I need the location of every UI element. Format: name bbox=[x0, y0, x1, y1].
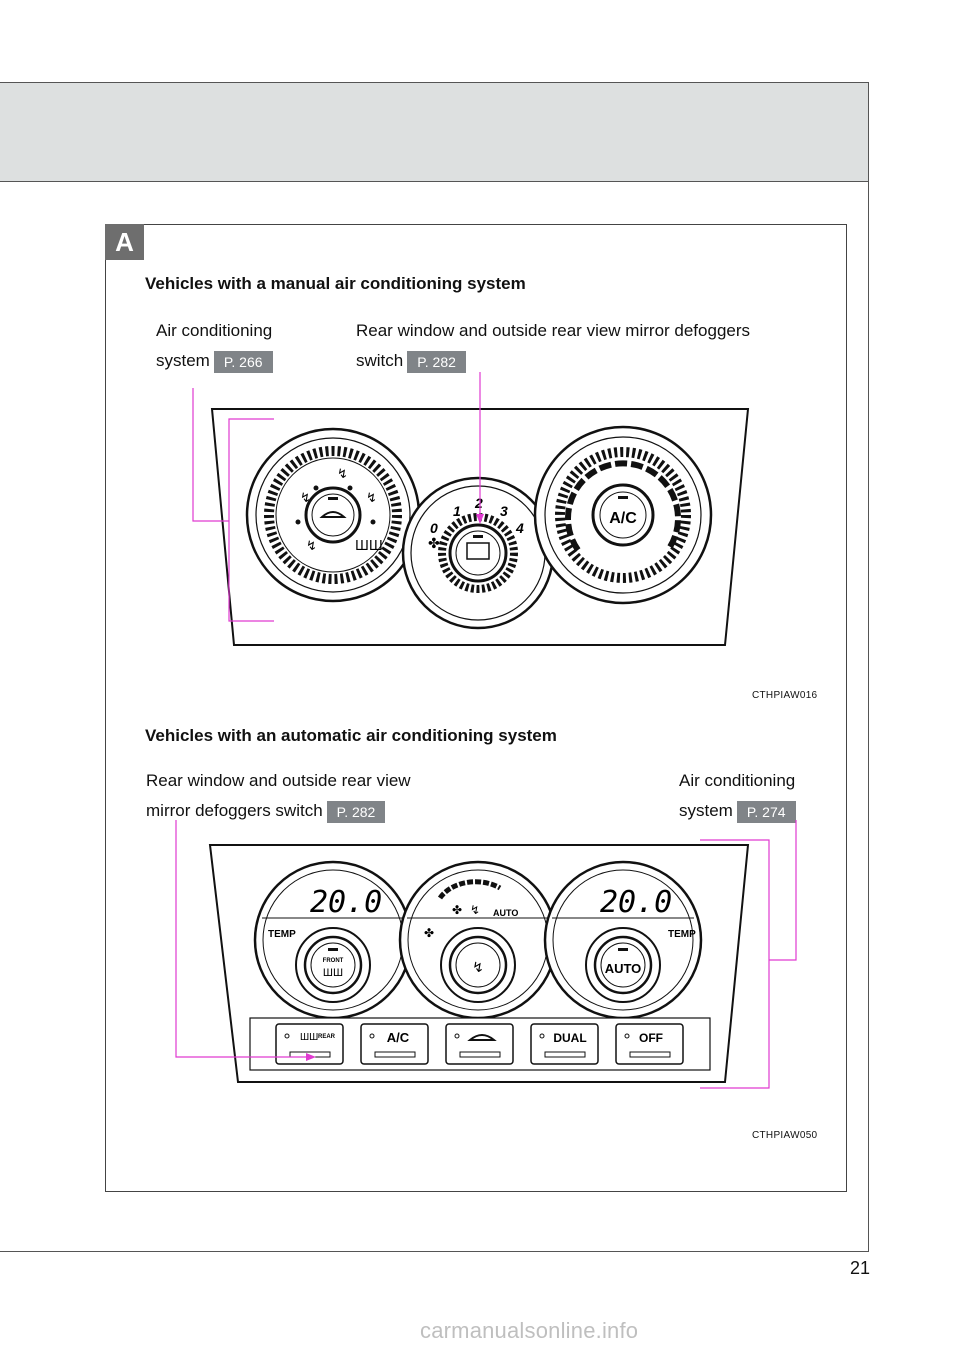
section-frame bbox=[105, 224, 847, 1192]
page-bottom-rule bbox=[0, 1251, 869, 1252]
left-temp-label: TEMP bbox=[268, 929, 296, 940]
off-button[interactable]: OFF bbox=[615, 1023, 684, 1065]
manual-heading: Vehicles with a manual air conditioning … bbox=[145, 274, 526, 293]
temperature-dial[interactable]: A/C bbox=[533, 425, 713, 605]
mode-feet-icon: ↯ bbox=[366, 491, 377, 506]
front-label: FRONT bbox=[323, 958, 344, 964]
rear-defogger-icon bbox=[466, 542, 490, 560]
section-badge: A bbox=[105, 224, 144, 260]
page-right-rule bbox=[868, 82, 869, 1252]
ac-button[interactable]: A/C bbox=[360, 1023, 429, 1065]
auto-callout-ac-line1: Air conditioning bbox=[679, 771, 796, 790]
ac-button-label: A/C bbox=[609, 510, 637, 527]
dual-button[interactable]: DUAL bbox=[530, 1023, 599, 1065]
fan-speed-2: 2 bbox=[474, 495, 483, 511]
recirculation-icon bbox=[319, 511, 347, 518]
auto-knob-label: AUTO bbox=[605, 961, 642, 976]
manual-callout-defogger: Rear window and outside rear view mirror… bbox=[356, 316, 750, 376]
auto-callout-defogger-ref[interactable]: P. 282 bbox=[326, 800, 386, 823]
header-band bbox=[0, 82, 868, 182]
fan-speed-0: 0 bbox=[430, 520, 438, 536]
manual-image-code: CTHPIAW016 bbox=[752, 690, 818, 701]
manual-callout-ac-line2: system bbox=[156, 351, 210, 370]
right-temp-dial[interactable]: 20.0 TEMP AUTO bbox=[543, 860, 703, 1020]
fan-speed-3: 3 bbox=[500, 503, 508, 519]
fan-icon: ✤ bbox=[452, 903, 462, 917]
fan-speed-1: 1 bbox=[453, 503, 461, 519]
manual-callout-ac-line1: Air conditioning bbox=[156, 321, 273, 340]
recirculation-icon bbox=[467, 1034, 497, 1041]
ac-label: A/C bbox=[387, 1030, 410, 1045]
footer-watermark: carmanualsonline.info bbox=[420, 1318, 639, 1343]
auto-callout-ac-line2: system bbox=[679, 801, 733, 820]
dual-label: DUAL bbox=[553, 1031, 586, 1045]
manual-leader-lines bbox=[192, 372, 484, 622]
mode-mix-icon: ↯ bbox=[306, 539, 317, 554]
left-temp-dial[interactable]: 20.0 TEMP FRONT ШШ bbox=[253, 860, 413, 1020]
auto-indicator: AUTO bbox=[493, 908, 518, 918]
recirculation-button[interactable] bbox=[445, 1023, 514, 1065]
fan-icon: ✤ bbox=[428, 535, 440, 551]
automatic-image-code: CTHPIAW050 bbox=[752, 1130, 818, 1141]
left-temp-display: 20.0 bbox=[310, 885, 382, 920]
fan-speed-4: 4 bbox=[515, 520, 524, 536]
mode-dial[interactable]: ↯ ↯ ↯ ↯ ШШ bbox=[245, 427, 421, 603]
button-row: ШШ REAR A/C DUAL bbox=[249, 1017, 711, 1071]
rear-defogger-button[interactable]: ШШ REAR bbox=[275, 1023, 344, 1065]
automatic-leader-lines bbox=[175, 820, 797, 1089]
manual-callout-defogger-line2: switch bbox=[356, 351, 404, 370]
mode-face-icon: ↯ bbox=[300, 491, 311, 506]
defrost-mode-icon: ↯ bbox=[472, 959, 484, 975]
manual-control-panel: ↯ ↯ ↯ ↯ ШШ 0 1 2 3 4 ✤ bbox=[210, 408, 750, 646]
manual-callout-defogger-line1: Rear window and outside rear view mirror… bbox=[356, 321, 751, 340]
page-number: 21 bbox=[850, 1258, 871, 1278]
fan-dial[interactable]: 0 1 2 3 4 ✤ bbox=[401, 476, 555, 630]
right-temp-display: 20.0 bbox=[600, 885, 672, 920]
auto-callout-defogger-line2: mirror defoggers switch bbox=[146, 801, 323, 820]
front-defogger-icon: ШШ bbox=[323, 967, 343, 979]
automatic-heading: Vehicles with an automatic air condition… bbox=[145, 726, 557, 745]
manual-callout-defogger-ref[interactable]: P. 282 bbox=[407, 350, 466, 373]
fan-mode-dial[interactable]: ✤ ↯ AUTO ✤ ↯ bbox=[398, 860, 558, 1020]
auto-callout-ac-ref[interactable]: P. 274 bbox=[736, 800, 796, 823]
automatic-control-panel: 20.0 TEMP FRONT ШШ ✤ ↯ AUTO ✤ ↯ bbox=[208, 844, 750, 1083]
fan-icon-2: ✤ bbox=[424, 926, 434, 940]
right-temp-label: TEMP bbox=[668, 929, 696, 940]
auto-callout-defogger: Rear window and outside rear view mirror… bbox=[146, 766, 411, 826]
off-label: OFF bbox=[639, 1031, 663, 1045]
manual-callout-ac-ref[interactable]: P. 266 bbox=[213, 350, 273, 373]
auto-callout-defogger-line1: Rear window and outside rear view bbox=[146, 771, 411, 790]
mode-icon: ↯ bbox=[470, 903, 480, 917]
rear-defogger-icon: ШШ bbox=[300, 1032, 318, 1043]
rear-label: REAR bbox=[318, 1034, 336, 1040]
defogger-icon: ШШ bbox=[355, 539, 383, 554]
mode-bilevel-icon: ↯ bbox=[337, 467, 348, 482]
